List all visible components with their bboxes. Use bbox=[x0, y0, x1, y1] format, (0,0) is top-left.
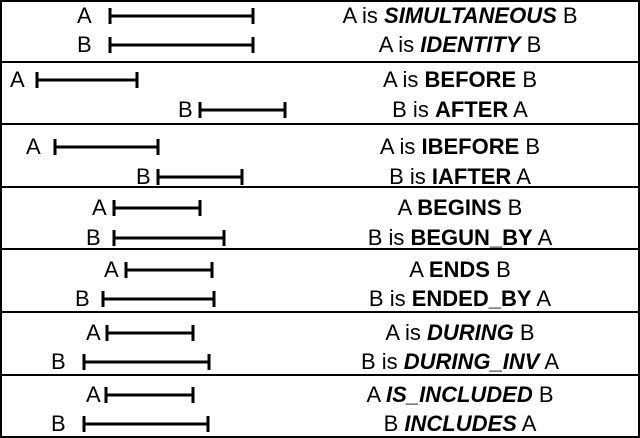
relation-word: A bbox=[531, 286, 552, 311]
relation-text: A is BEFORE B bbox=[383, 69, 537, 91]
relation-keyword: IAFTER bbox=[431, 164, 512, 189]
relation-word: A bbox=[409, 257, 429, 282]
relation-keyword: DURING_INV bbox=[403, 349, 540, 374]
interval-bar-b bbox=[82, 416, 210, 432]
interval-bar-b bbox=[108, 37, 255, 53]
relation-text: A ENDS B bbox=[409, 259, 511, 281]
relation-keyword: ENDED_BY bbox=[411, 286, 532, 311]
interval-bars bbox=[35, 8, 287, 432]
relation-keyword: DURING bbox=[427, 320, 514, 345]
relation-text: B INCLUDES A bbox=[384, 413, 537, 435]
relation-word: B bbox=[513, 320, 535, 345]
interval-bar-a bbox=[35, 72, 139, 88]
interval-label-b: B bbox=[51, 411, 66, 436]
relation-word: A bbox=[516, 411, 537, 436]
relation-word: B bbox=[489, 257, 511, 282]
relation-word: A is bbox=[385, 320, 427, 345]
relation-word: B bbox=[501, 195, 523, 220]
relation-word: B is bbox=[389, 164, 432, 189]
relation-text: B is DURING_INV A bbox=[361, 351, 559, 373]
relation-keyword: BEFORE bbox=[424, 67, 517, 92]
interval-bar-a bbox=[112, 200, 202, 216]
relation-word: B bbox=[516, 67, 538, 92]
relation-word: B bbox=[532, 382, 554, 407]
interval-label-b: B bbox=[86, 225, 101, 250]
interval-label-b: B bbox=[75, 286, 90, 311]
interval-bar-b bbox=[101, 291, 216, 307]
relation-text: B is IAFTER A bbox=[389, 166, 531, 188]
relation-word: A is bbox=[342, 3, 385, 28]
interval-label-a: A bbox=[26, 134, 41, 159]
relation-word: A bbox=[397, 195, 418, 220]
interval-label-a: A bbox=[86, 382, 101, 407]
relation-keyword: BEGUN_BY bbox=[410, 225, 533, 250]
relation-keyword: ENDS bbox=[428, 257, 490, 282]
relation-keyword: INCLUDES bbox=[404, 411, 517, 436]
relation-keyword: AFTER bbox=[434, 97, 509, 122]
relation-text: B is AFTER A bbox=[392, 99, 528, 121]
interval-label-b: B bbox=[136, 164, 151, 189]
relation-word: A is bbox=[379, 134, 422, 159]
relation-text: A is IDENTITY B bbox=[379, 34, 542, 56]
relation-word: B bbox=[556, 3, 578, 28]
relation-text: A IS_INCLUDED B bbox=[366, 384, 553, 406]
interval-label-a: A bbox=[92, 195, 107, 220]
interval-bar-a bbox=[104, 387, 195, 403]
relation-keyword: IS_INCLUDED bbox=[386, 382, 533, 407]
interval-label-b: B bbox=[77, 32, 92, 57]
relation-word: A bbox=[532, 225, 553, 250]
relation-keyword: BEGINS bbox=[417, 195, 502, 220]
relation-text: A is IBEFORE B bbox=[380, 136, 540, 158]
relation-word: A bbox=[539, 349, 560, 374]
relation-word: A is bbox=[382, 67, 425, 92]
interval-label-a: A bbox=[104, 257, 119, 282]
relation-text: A is SIMULTANEOUS B bbox=[342, 5, 577, 27]
relation-word: A bbox=[366, 382, 387, 407]
relation-word: B bbox=[383, 411, 405, 436]
relation-text: A BEGINS B bbox=[398, 197, 523, 219]
relation-word: B is bbox=[360, 349, 404, 374]
relation-keyword: IDENTITY bbox=[420, 32, 521, 57]
interval-bar-b bbox=[156, 169, 244, 185]
interval-label-b: B bbox=[178, 97, 193, 122]
relation-word: A bbox=[511, 164, 531, 189]
interval-bar-b bbox=[198, 102, 287, 118]
relation-word: A bbox=[508, 97, 528, 122]
relation-keyword: IBEFORE bbox=[421, 134, 520, 159]
interval-bar-a bbox=[108, 8, 255, 24]
interval-label-a: A bbox=[77, 3, 92, 28]
relation-text: A is DURING B bbox=[385, 322, 534, 344]
relation-word: A is bbox=[378, 32, 421, 57]
interval-label-b: B bbox=[51, 349, 66, 374]
relation-word: B is bbox=[367, 225, 411, 250]
relation-word: B is bbox=[392, 97, 435, 122]
interval-bar-a bbox=[53, 139, 160, 155]
interval-bar-b bbox=[112, 230, 226, 246]
relation-word: B bbox=[519, 134, 541, 159]
interval-label-a: A bbox=[86, 320, 101, 345]
relation-word: B is bbox=[368, 286, 412, 311]
interval-bar-a bbox=[124, 262, 214, 278]
interval-bar-b bbox=[82, 354, 211, 370]
interval-bar-a bbox=[105, 325, 195, 341]
relation-keyword: SIMULTANEOUS bbox=[384, 3, 557, 28]
interval-label-a: A bbox=[10, 67, 25, 92]
relation-word: B bbox=[520, 32, 542, 57]
relation-text: B is ENDED_BY A bbox=[369, 288, 551, 310]
relation-text: B is BEGUN_BY A bbox=[368, 227, 553, 249]
